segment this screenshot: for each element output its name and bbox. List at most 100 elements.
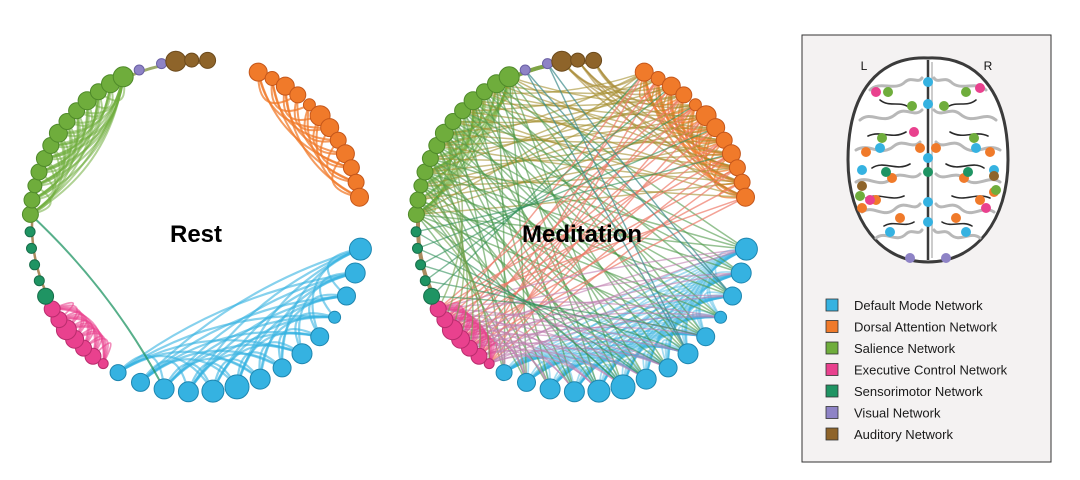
meditation-edge-sal-dan [462, 109, 716, 130]
meditation-node-dmn-3 [714, 310, 728, 324]
brain-node-dmn-6 [971, 143, 981, 153]
meditation-node-dan-10 [733, 173, 751, 191]
brain-node-smn-37 [963, 167, 973, 177]
brain-node-aud-42 [989, 171, 999, 181]
rest-node-dmn-8 [224, 374, 250, 400]
meditation-node-smn-1 [419, 275, 431, 287]
rest-node-dan-2 [275, 76, 295, 96]
brain-node-dmn-2 [923, 153, 933, 163]
brain-node-dan-18 [931, 143, 941, 153]
meditation-edge-ecn-dmn [438, 308, 669, 369]
meditation-edge-sal-dan [420, 166, 738, 187]
rest-nodes [21, 50, 372, 403]
rest-edge-dorsal [306, 104, 357, 184]
brain-node-dmn-5 [875, 143, 885, 153]
rest-node-aud-1 [184, 52, 200, 68]
brain-node-ecn-33 [865, 195, 875, 205]
rest-node-sal-12 [112, 66, 134, 88]
meditation-node-sal-7 [444, 113, 462, 130]
meditation-edge-sal-dmn [443, 132, 576, 393]
meditation-edge-ecn-dan [460, 85, 672, 340]
rest-edge-dmn [117, 354, 166, 390]
meditation-edge-ecn-dan [478, 104, 696, 357]
rest-edge-dmn [139, 358, 238, 388]
meditation-edge-sal-dmn [483, 91, 733, 297]
meditation-edge-dmn [549, 316, 721, 390]
rest-node-sal-0 [21, 205, 39, 223]
rest-node-aud-0 [165, 50, 187, 72]
meditation-edge-visual [524, 69, 733, 297]
brain-node-ecn-32 [975, 83, 985, 93]
meditation-node-aud-2 [585, 51, 603, 69]
meditation-edge-ecn-dan [460, 127, 717, 340]
rest-edge-salience [50, 76, 125, 147]
rest-node-vis-1 [156, 58, 167, 70]
rest-edge-dmn [117, 314, 335, 374]
brain-node-sal-23 [883, 87, 893, 97]
rest-node-dmn-7 [249, 368, 271, 390]
legend-label-aud: Auditory Network [854, 427, 953, 442]
meditation-edge-sal-dmn [461, 110, 528, 383]
meditation-edge-ecn-dmn [438, 301, 721, 318]
rest-node-dmn-10 [177, 381, 199, 403]
brain-node-dan-12 [985, 147, 995, 157]
rest-node-dmn-6 [272, 358, 292, 378]
rest-edge-dmn [117, 354, 214, 392]
meditation-edge-sal-dmn [472, 100, 722, 318]
rest-edge-dmn [139, 294, 347, 384]
legend-swatch-dan [825, 320, 839, 333]
rest-node-ecn-0 [97, 358, 109, 370]
brain-node-vis-40 [941, 253, 951, 263]
meditation-nodes [407, 50, 758, 403]
meditation-edge-sal-dmn [483, 91, 669, 369]
rest-node-dan-11 [350, 187, 369, 207]
legend-item-dan: Dorsal Attention Network [825, 320, 998, 335]
meditation-edge-ecn-dan [478, 153, 732, 357]
brain-node-smn-36 [881, 167, 891, 177]
meditation-node-dmn-12 [517, 372, 536, 392]
meditation-title: Meditation [522, 221, 642, 248]
rest-edge-dmn [163, 271, 356, 390]
meditation-edge-visual [524, 69, 689, 355]
rest-node-dmn-3 [328, 310, 342, 324]
legend-swatch-dmn [825, 298, 839, 312]
rest-node-dmn-2 [337, 286, 356, 306]
meditation-edge-dmn [622, 248, 747, 388]
rest-node-dmn-5 [291, 343, 313, 365]
legend-item-smn: Sensorimotor Network [825, 384, 983, 399]
meditation-node-vis-0 [519, 64, 531, 76]
legend-swatch-sal [825, 341, 839, 355]
rest-node-dan-4 [302, 98, 316, 112]
rest-node-dmn-0 [348, 237, 372, 261]
brain-node-dmn-3 [923, 197, 933, 207]
rest-edge-dmn [187, 248, 361, 393]
rest-connectogram: Rest [21, 50, 372, 403]
rest-node-dan-0 [248, 62, 268, 82]
rest-node-dmn-12 [131, 372, 150, 392]
meditation-edge-sal-dan [420, 104, 696, 187]
brain-node-dmn-9 [857, 165, 867, 175]
legend-swatch-aud [825, 427, 839, 441]
meditation-edge-sal-dmn [436, 145, 551, 390]
right-hemisphere-label: R [984, 59, 993, 73]
legend-label-vis: Visual Network [854, 406, 941, 421]
rest-node-smn-4 [24, 226, 36, 238]
legend-item-sal: Salience Network [825, 341, 956, 356]
brain-node-dan-14 [975, 195, 985, 205]
brain-node-dan-11 [861, 147, 871, 157]
brain-node-dan-19 [857, 203, 867, 213]
brain-map: L R [846, 56, 1010, 264]
rest-node-smn-2 [29, 259, 41, 271]
brain-node-ecn-31 [871, 87, 881, 97]
meditation-edge-dmn [573, 272, 742, 393]
brain-node-vis-39 [905, 253, 915, 263]
rest-node-sal-2 [27, 178, 43, 194]
meditation-node-smn-3 [412, 242, 423, 254]
rest-node-dmn-9 [201, 379, 225, 403]
legend-label-ecn: Executive Control Network [854, 363, 1008, 378]
meditation-node-sal-2 [413, 178, 429, 194]
meditation-edge-ecn-dmn [444, 318, 575, 393]
meditation-edge-dmn [698, 248, 747, 338]
legend-label-sal: Salience Network [854, 341, 956, 356]
